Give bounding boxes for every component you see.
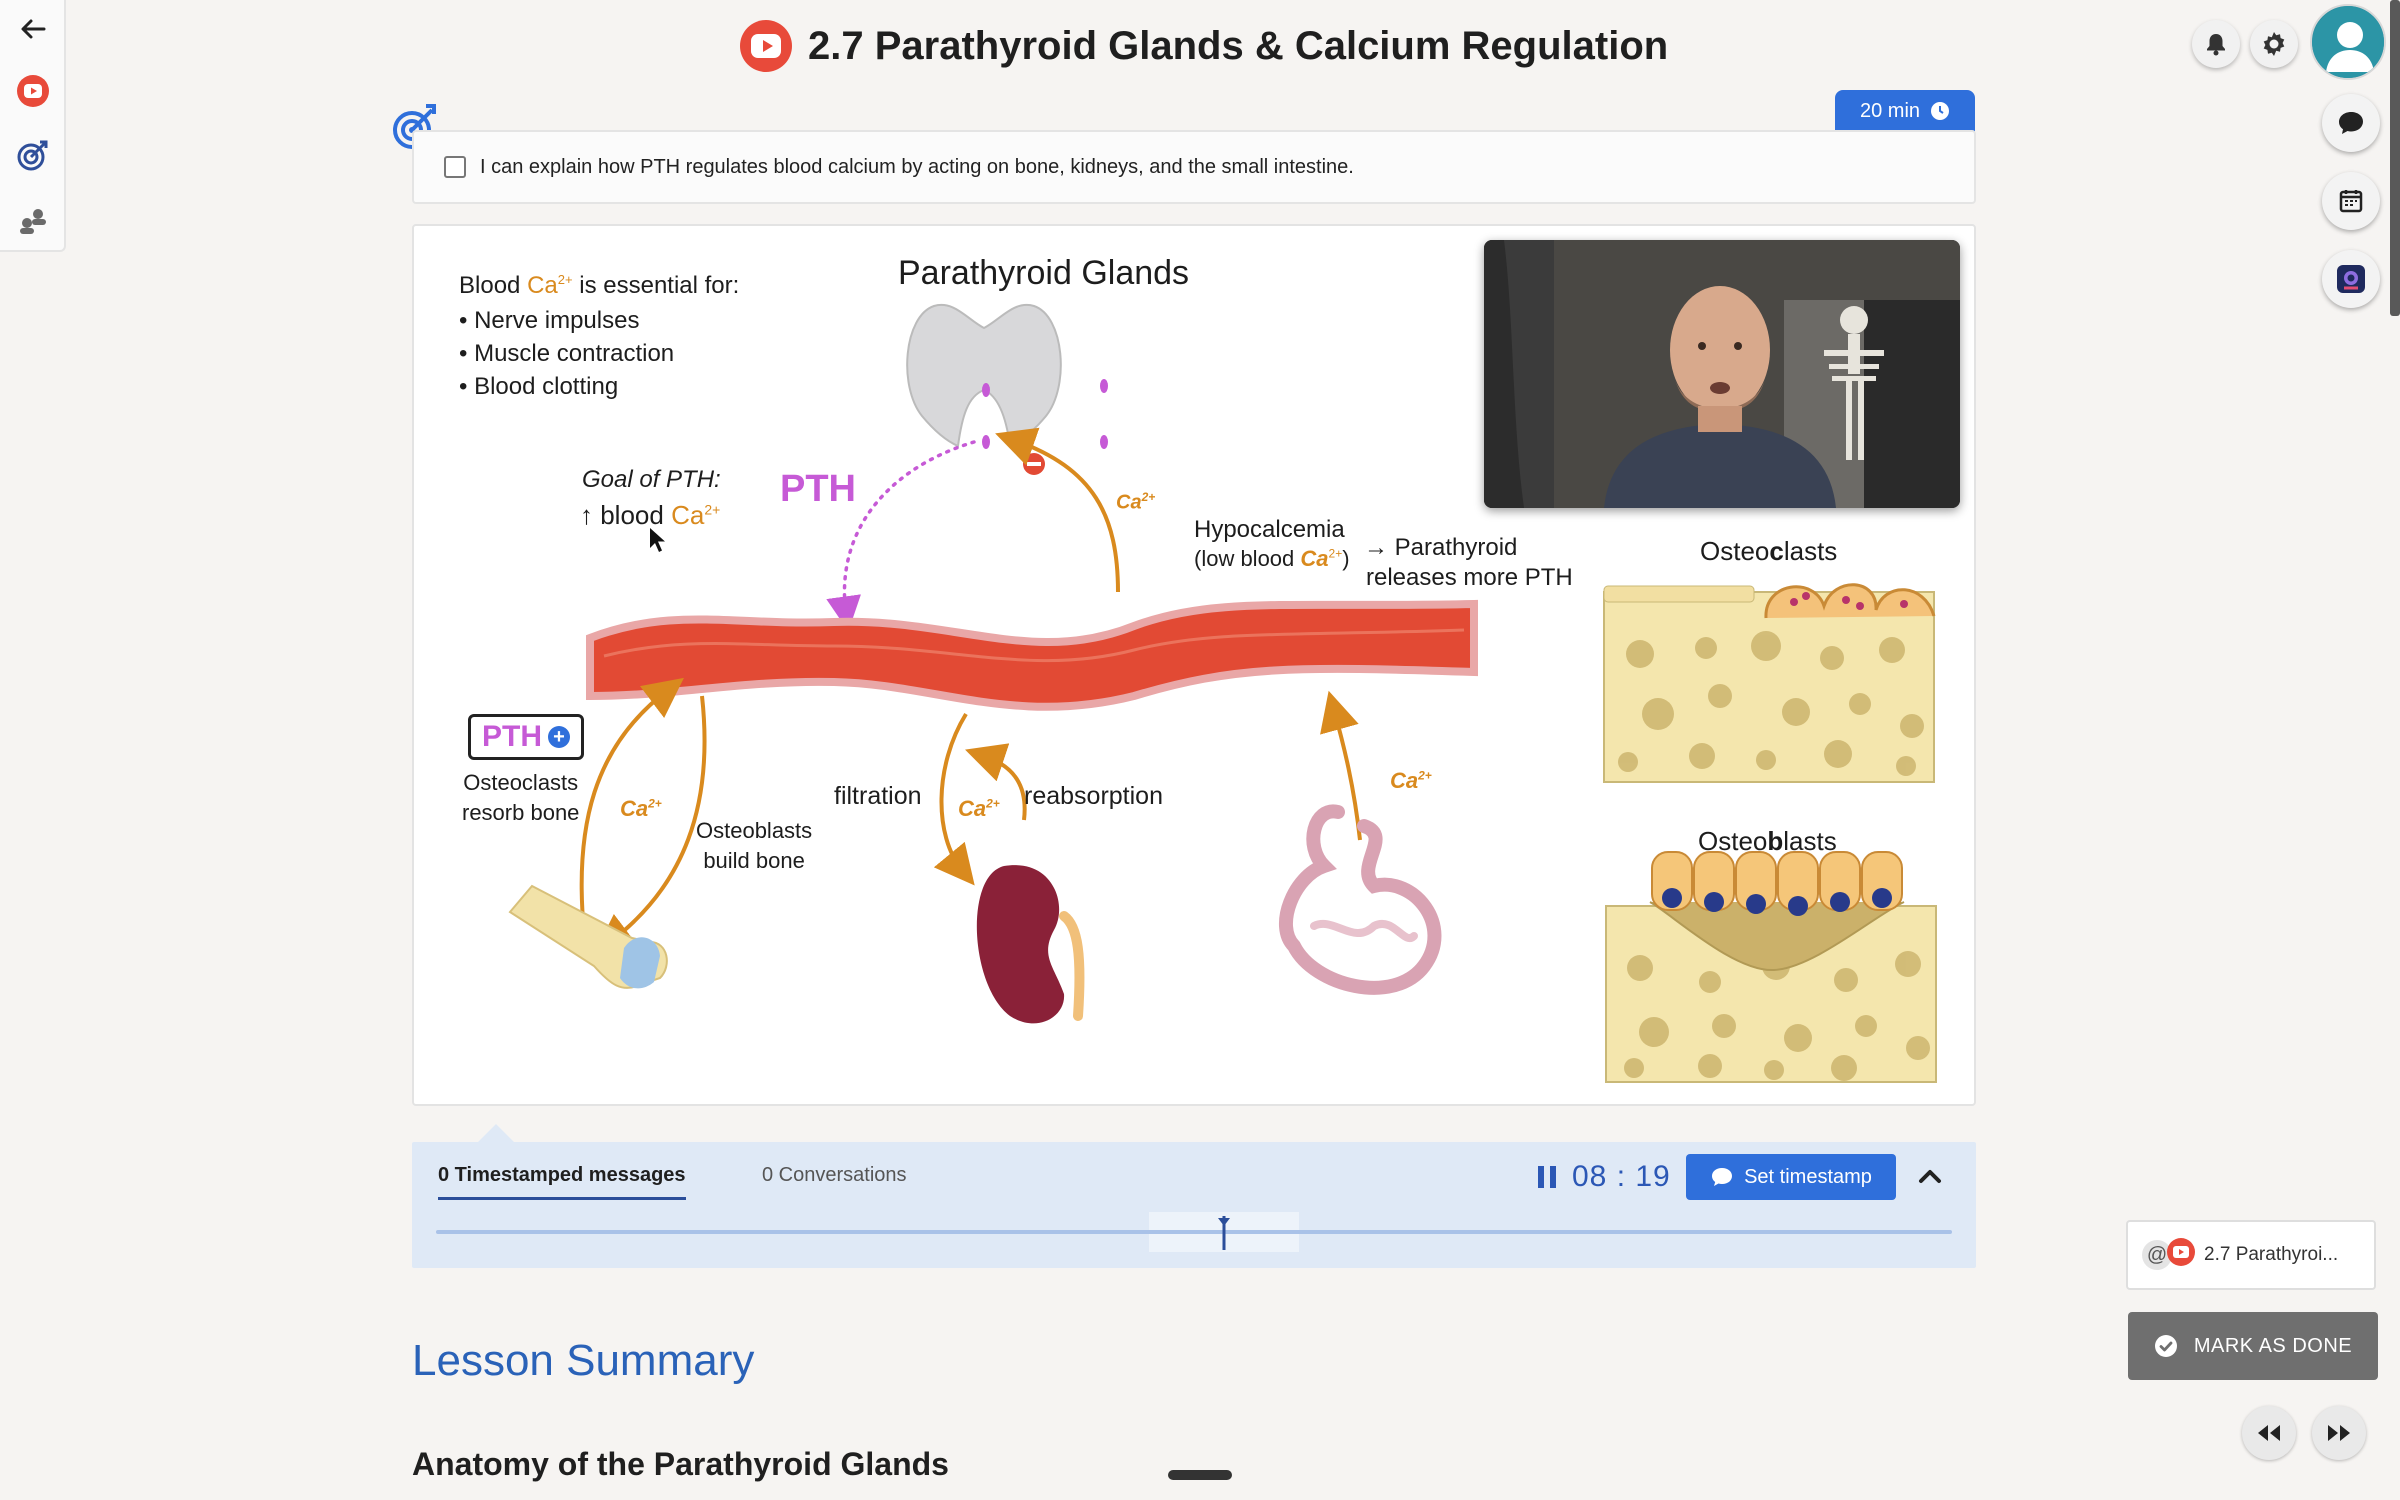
youtube-icon[interactable] <box>10 68 56 114</box>
timeline-scrubber[interactable] <box>1217 1212 1231 1252</box>
page-title: 2.7 Parathyroid Glands & Calcium Regulat… <box>808 23 1669 68</box>
instructor-video-frame <box>1484 240 1960 508</box>
releases-line1: → Parathyroid <box>1364 534 1518 561</box>
left-rail <box>0 0 66 252</box>
goal-line2: ↑ blood Ca2+ <box>580 500 721 530</box>
ca-intestine-label: Ca2+ <box>1390 768 1432 793</box>
target-icon[interactable] <box>10 132 56 178</box>
gear-icon[interactable] <box>2250 20 2298 68</box>
ca-feedback-label: Ca2+ <box>1116 490 1156 514</box>
releases-line2: releases more PTH <box>1366 564 1573 591</box>
pth-label: PTH <box>780 468 856 510</box>
scrollbar[interactable] <box>2390 0 2400 316</box>
app-icon[interactable] <box>2322 250 2380 308</box>
osteoclasts-illustration <box>1603 583 1936 783</box>
fast-forward-icon[interactable] <box>2312 1406 2366 1460</box>
reference-label: 2.7 Parathyroi... <box>2204 1244 2339 1265</box>
parathyroid-heading: Parathyroid Glands <box>898 254 1190 292</box>
reabsorption-label: reabsorption <box>1024 782 1163 810</box>
timestamp-panel: 0 Timestamped messages 0 Conversations 0… <box>412 1142 1976 1268</box>
tab-conversations[interactable]: 0 Conversations <box>762 1164 907 1186</box>
objective-checkbox[interactable] <box>444 156 466 178</box>
plus-icon: + <box>548 726 570 748</box>
ca-bone-label: Ca2+ <box>620 796 662 821</box>
at-icon: @ <box>2142 1240 2172 1270</box>
learning-objective: I can explain how PTH regulates blood ca… <box>412 130 1976 204</box>
osteoblasts-illustration <box>1605 851 1937 1083</box>
check-circle-icon <box>2154 1335 2177 1357</box>
mouse-cursor <box>650 528 665 552</box>
blood-ca-intro: Blood Ca2+ is essential for: <box>459 272 740 299</box>
drag-handle[interactable] <box>1168 1470 1232 1480</box>
slide-illustration <box>508 303 1937 1083</box>
mark-as-done-label: MARK AS DONE <box>2193 1334 2353 1357</box>
calendar-icon[interactable] <box>2322 172 2380 230</box>
bone-shape <box>508 884 668 989</box>
filtration-label: filtration <box>834 782 922 810</box>
back-arrow-icon[interactable] <box>10 6 56 52</box>
hypocalcemia-line2: (low blood Ca2+) <box>1194 546 1350 571</box>
youtube-icon <box>2166 1237 2196 1273</box>
ca-kidney-label: Ca2+ <box>958 796 1000 821</box>
panel-caret <box>478 1124 514 1142</box>
pause-icon[interactable] <box>1534 1164 1560 1190</box>
youtube-play-icon <box>740 20 792 72</box>
goal-line1: Goal of PTH: <box>582 466 721 493</box>
osteoclasts-resorb: Osteoclasts resorb bone <box>462 770 580 825</box>
instructor-video[interactable] <box>1484 240 1960 508</box>
bell-icon[interactable] <box>2192 20 2240 68</box>
mark-as-done-button[interactable]: MARK AS DONE <box>2128 1312 2378 1380</box>
hypocalcemia-line1: Hypocalcemia <box>1194 516 1345 543</box>
duration-badge: 20 min <box>1835 90 1975 132</box>
blood-ca-bullets: • Nerve impulses • Muscle contraction • … <box>459 307 675 400</box>
duration-label: 20 min <box>1859 99 1921 122</box>
clock-icon <box>1931 102 1950 120</box>
playback-time: 08 : 19 <box>1572 1160 1671 1193</box>
timeline-track[interactable] <box>436 1230 1952 1234</box>
kidney-shape <box>976 865 1085 1024</box>
osteoblasts-title: Osteoblasts <box>1698 826 1837 856</box>
set-timestamp-label: Set timestamp <box>1744 1165 1872 1188</box>
chat-bubble-icon <box>1712 1168 1733 1186</box>
objective-text: I can explain how PTH regulates blood ca… <box>480 155 1354 178</box>
rewind-icon[interactable] <box>2242 1406 2296 1460</box>
collaboration-icon[interactable] <box>10 196 56 242</box>
chevron-up-icon[interactable] <box>1912 1158 1948 1194</box>
user-avatar-icon[interactable] <box>2310 4 2386 80</box>
lesson-reference-chip[interactable]: @ 2.7 Parathyroi... <box>2126 1220 2376 1290</box>
set-timestamp-button[interactable]: Set timestamp <box>1686 1154 1896 1200</box>
lesson-summary-title: Lesson Summary <box>412 1336 755 1385</box>
title-bar: 2.7 Parathyroid Glands & Calcium Regulat… <box>740 18 1668 74</box>
intestine-shape <box>1278 804 1442 995</box>
pth-plus-badge: PTH + <box>468 714 584 760</box>
osteoblasts-build: Osteoblasts build bone <box>696 818 813 873</box>
tab-timestamped-messages[interactable]: 0 Timestamped messages <box>438 1164 686 1200</box>
osteoclasts-title: Osteoclasts <box>1700 536 1838 566</box>
chat-bubble-icon[interactable] <box>2322 94 2380 152</box>
thyroid-gland-shape <box>906 303 1108 475</box>
section-heading: Anatomy of the Parathyroid Glands <box>412 1446 949 1482</box>
